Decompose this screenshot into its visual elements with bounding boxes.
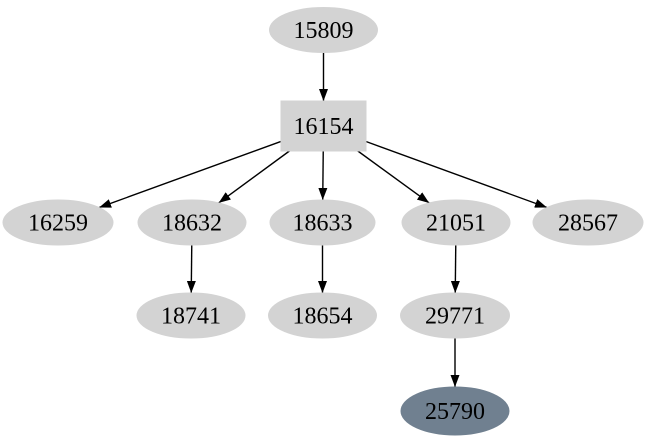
node-shape — [137, 199, 247, 246]
node-shape — [280, 100, 367, 152]
node-shape — [268, 292, 377, 339]
edge-16154-18632 — [218, 150, 290, 204]
node-label: 25790 — [425, 399, 485, 425]
node-label: 28567 — [558, 211, 618, 237]
node-16154: 16154 — [280, 100, 367, 152]
node-label: 18632 — [162, 211, 222, 237]
node-label: 21051 — [426, 211, 486, 237]
node-16259: 16259 — [2, 199, 114, 246]
node-shape — [401, 199, 511, 246]
edge-18632-18741 — [186, 244, 196, 294]
node-label: 18633 — [293, 211, 353, 237]
node-label: 16259 — [28, 211, 88, 237]
node-label: 29771 — [425, 304, 485, 330]
node-label: 15809 — [294, 18, 354, 44]
node-18633: 18633 — [269, 199, 376, 246]
edges-layer — [98, 52, 548, 387]
edge-16154-18633 — [318, 150, 328, 201]
node-shape — [532, 199, 644, 246]
node-shape — [400, 292, 510, 339]
node-label: 18654 — [293, 304, 353, 330]
edge-16154-28567 — [365, 140, 548, 209]
node-label: 16154 — [294, 114, 354, 140]
node-shape — [269, 199, 376, 246]
node-shape — [269, 7, 378, 53]
nodes-layer: 15809 16154 16259 18632 18633 21051 28567 18741… — [2, 7, 644, 436]
node-label: 18741 — [161, 304, 221, 330]
node-28567: 28567 — [532, 199, 644, 246]
node-shape — [400, 386, 510, 436]
edge-16154-16259 — [98, 140, 282, 209]
edge-21051-29771 — [450, 244, 460, 294]
node-18741: 18741 — [136, 292, 246, 339]
node-29771: 29771 — [400, 292, 510, 339]
edge-16154-21051 — [357, 150, 430, 204]
node-18632: 18632 — [137, 199, 247, 246]
node-21051: 21051 — [401, 199, 511, 246]
node-shape — [2, 199, 114, 246]
node-18654: 18654 — [268, 292, 377, 339]
node-15809: 15809 — [269, 7, 378, 53]
node-25790: 25790 — [400, 386, 510, 436]
node-shape — [136, 292, 246, 339]
